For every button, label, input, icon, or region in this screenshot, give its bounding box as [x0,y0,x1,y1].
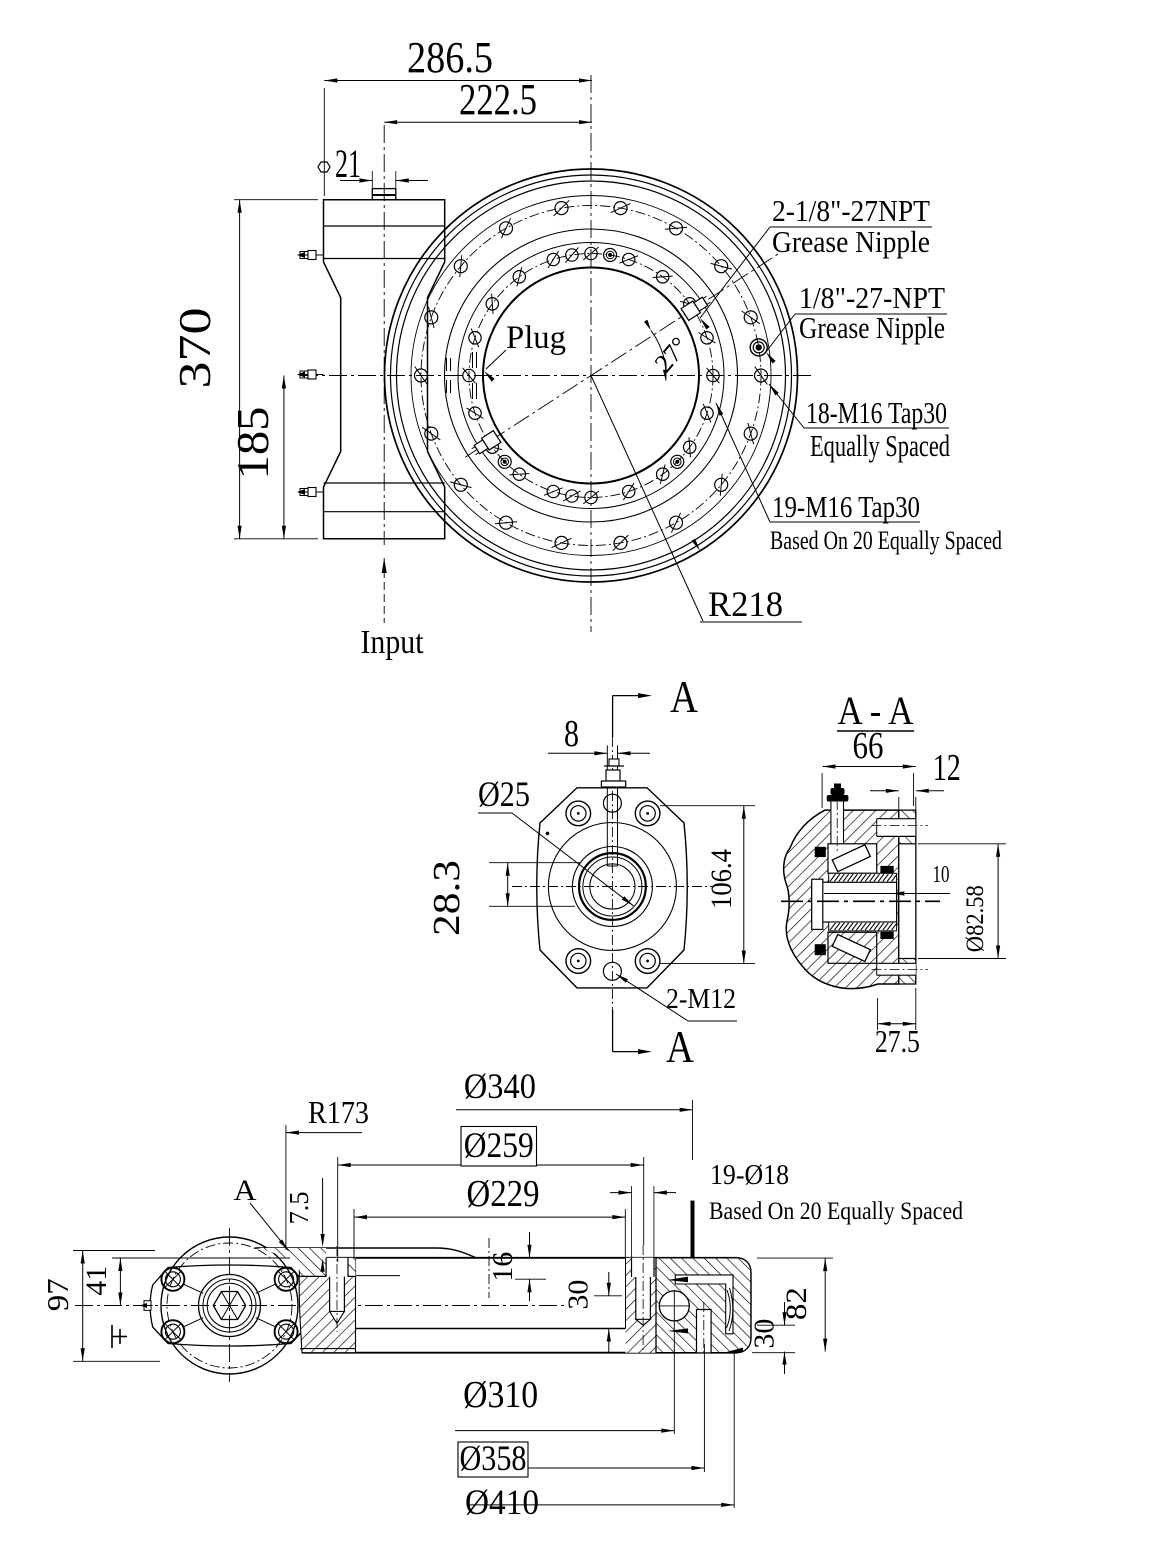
svg-text:Equally Spaced: Equally Spaced [810,428,950,463]
svg-text:Based On 20 Equally Spaced: Based On 20 Equally Spaced [770,526,1002,555]
svg-text:97: 97 [40,1278,75,1311]
svg-text:19-Ø18: 19-Ø18 [710,1159,789,1191]
svg-text:28.3: 28.3 [426,860,468,936]
svg-text:A: A [234,1174,257,1207]
svg-text:1/8"-27-NPT: 1/8"-27-NPT [799,280,945,315]
svg-text:Input: Input [361,624,424,661]
svg-text:12: 12 [933,747,961,789]
svg-text:41: 41 [80,1266,113,1296]
svg-text:8: 8 [564,713,579,755]
svg-text:21: 21 [335,141,361,186]
svg-text:Ø410: Ø410 [465,1482,539,1522]
svg-text:Grease Nipple: Grease Nipple [799,310,945,345]
svg-text:185: 185 [227,407,278,480]
svg-text:Based On 20 Equally Spaced: Based On 20 Equally Spaced [709,1198,963,1225]
svg-text:27.5: 27.5 [875,1023,920,1059]
svg-text:82: 82 [780,1287,813,1320]
svg-text:18-M16 Tap30: 18-M16 Tap30 [806,395,947,430]
svg-text:Grease Nipple: Grease Nipple [772,224,930,259]
svg-text:Ø82.58: Ø82.58 [962,885,989,952]
svg-text:16: 16 [488,1252,519,1282]
svg-text:Plug: Plug [506,320,566,356]
svg-text:2-1/8"-27NPT: 2-1/8"-27NPT [772,193,930,228]
svg-text:A - A: A - A [838,688,914,733]
svg-text:222.5: 222.5 [459,75,537,124]
svg-text:R218: R218 [708,584,783,624]
svg-text:Ø25: Ø25 [478,774,530,814]
svg-text:19-M16 Tap30: 19-M16 Tap30 [772,489,920,524]
svg-text:A: A [666,1021,694,1072]
svg-text:Ø358: Ø358 [460,1438,527,1478]
svg-text:Ø259: Ø259 [464,1125,534,1165]
svg-text:30: 30 [564,1280,595,1310]
svg-text:Ø340: Ø340 [464,1066,536,1106]
svg-text:Ø310: Ø310 [463,1374,538,1416]
svg-text:A: A [670,671,698,722]
svg-text:286.5: 286.5 [407,33,493,82]
svg-text:7.5: 7.5 [284,1191,314,1224]
svg-text:66: 66 [853,725,884,767]
svg-text:2-M12: 2-M12 [666,983,736,1015]
svg-text:10: 10 [933,862,950,888]
svg-text:R173: R173 [308,1094,369,1130]
svg-text:370: 370 [169,308,220,389]
svg-text:Ø229: Ø229 [467,1173,540,1215]
svg-text:30: 30 [750,1319,781,1349]
svg-text:106.4: 106.4 [705,849,738,909]
